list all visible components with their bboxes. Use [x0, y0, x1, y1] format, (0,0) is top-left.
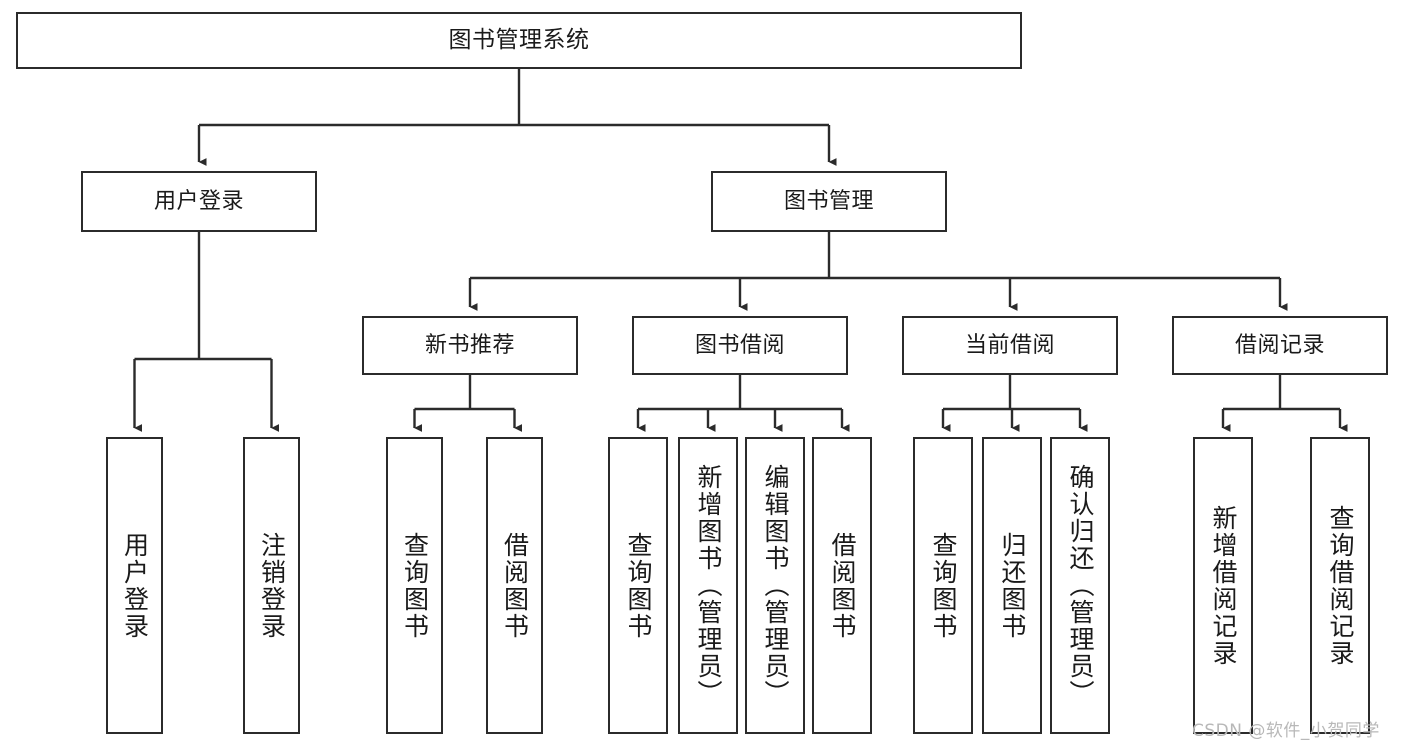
node-root[interactable]: 图书管理系统 — [16, 12, 1022, 69]
node-label-leaf-query-book: 查询图书 — [624, 531, 653, 640]
node-label-new-book-recommend: 新书推荐 — [424, 332, 515, 358]
node-leaf-user-logout[interactable]: 注销登录 — [243, 437, 300, 734]
node-book-manage[interactable]: 图书管理 — [711, 171, 947, 232]
node-label-borrow-record: 借阅记录 — [1234, 332, 1325, 358]
node-leaf-add-record[interactable]: 新增借阅记录 — [1193, 437, 1253, 734]
node-leaf-query-book-cur[interactable]: 查询图书 — [913, 437, 973, 734]
node-new-book-recommend[interactable]: 新书推荐 — [362, 316, 578, 375]
node-book-borrow[interactable]: 图书借阅 — [632, 316, 848, 375]
node-leaf-user-login[interactable]: 用户登录 — [106, 437, 163, 734]
node-leaf-edit-book[interactable]: 编辑图书（管理员） — [745, 437, 805, 734]
node-label-leaf-add-record: 新增借阅记录 — [1209, 504, 1238, 667]
node-current-borrow[interactable]: 当前借阅 — [902, 316, 1118, 375]
node-leaf-query-book[interactable]: 查询图书 — [608, 437, 668, 734]
node-leaf-borrow-book-rec[interactable]: 借阅图书 — [486, 437, 543, 734]
node-label-book-manage: 图书管理 — [783, 188, 874, 214]
node-label-current-borrow: 当前借阅 — [964, 332, 1055, 358]
node-label-book-borrow: 图书借阅 — [694, 332, 785, 358]
node-label-leaf-query-record: 查询借阅记录 — [1326, 504, 1355, 667]
node-user-login[interactable]: 用户登录 — [81, 171, 317, 232]
node-label-user-login: 用户登录 — [153, 188, 244, 214]
node-leaf-borrow-book[interactable]: 借阅图书 — [812, 437, 872, 734]
node-label-leaf-add-book: 新增图书（管理员） — [694, 464, 723, 707]
node-leaf-confirm-return[interactable]: 确认归还（管理员） — [1050, 437, 1110, 734]
node-leaf-query-book-rec[interactable]: 查询图书 — [386, 437, 443, 734]
node-label-leaf-user-logout: 注销登录 — [257, 531, 287, 640]
node-borrow-record[interactable]: 借阅记录 — [1172, 316, 1388, 375]
node-label-leaf-confirm-return: 确认归还（管理员） — [1066, 464, 1095, 707]
node-label-leaf-borrow-book-rec: 借阅图书 — [500, 531, 530, 640]
node-leaf-query-record[interactable]: 查询借阅记录 — [1310, 437, 1370, 734]
node-leaf-add-book[interactable]: 新增图书（管理员） — [678, 437, 738, 734]
csdn-watermark: CSDN @软件_小贺同学 — [1192, 721, 1380, 741]
node-label-leaf-return-book: 归还图书 — [998, 531, 1027, 640]
node-label-leaf-query-book-cur: 查询图书 — [929, 531, 958, 640]
node-leaf-return-book[interactable]: 归还图书 — [982, 437, 1042, 734]
node-label-leaf-user-login: 用户登录 — [120, 531, 150, 640]
node-label-root: 图书管理系统 — [448, 27, 590, 54]
node-label-leaf-borrow-book: 借阅图书 — [828, 531, 857, 640]
node-label-leaf-query-book-rec: 查询图书 — [400, 531, 430, 640]
node-label-leaf-edit-book: 编辑图书（管理员） — [761, 464, 790, 707]
